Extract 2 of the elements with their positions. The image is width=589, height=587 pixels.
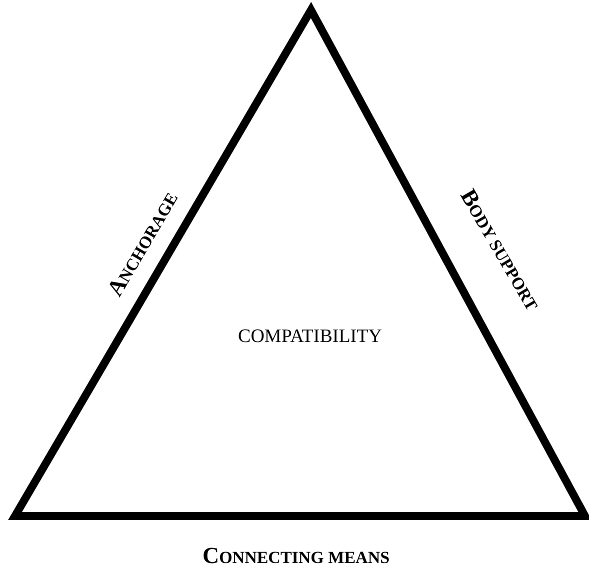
base-label: CONNECTING MEANS bbox=[202, 542, 390, 570]
triangle-label: COMPATIBILITY bbox=[238, 324, 382, 349]
